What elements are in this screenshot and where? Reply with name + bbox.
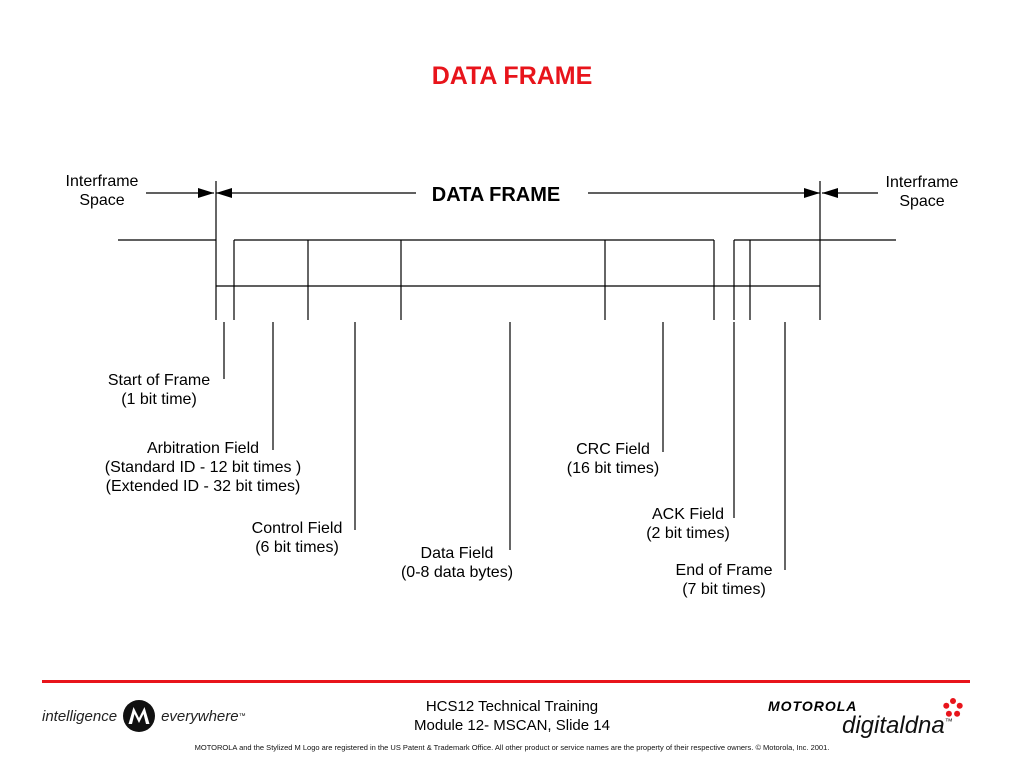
course-slide: Module 12- MSCAN, Slide 14 [414,717,610,734]
arbitration-label: Arbitration Field (Standard ID - 12 bit … [78,439,328,496]
eof-detail: (7 bit times) [682,581,766,598]
control-label: Control Field (6 bit times) [232,519,362,557]
slogan-left-text: intelligence [42,707,118,725]
motorola-wordmark: MOTOROLA [768,698,858,714]
sof-label: Start of Frame (1 bit time) [88,371,230,409]
slide-title: DATA FRAME [431,62,593,90]
course-info: HCS12 Technical Training Module 12- MSCA… [350,697,674,735]
motorola-digitaldna-logo: MOTOROLA digitaldna™ [768,697,968,747]
right-interframe-label: Interframe Space [872,173,972,211]
crc-label: CRC Field (16 bit times) [548,440,678,478]
eof-label: End of Frame (7 bit times) [658,561,790,599]
can-data-frame-diagram: DATA FRAME [118,181,896,570]
dna-flower-icon [943,698,963,717]
ack-label: ACK Field (2 bit times) [628,505,748,543]
right-interframe-line2: Space [899,193,945,210]
right-interframe-arrowhead [822,188,838,198]
ack-title: ACK Field [651,506,725,523]
data-label: Data Field (0-8 data bytes) [382,544,532,582]
data-detail: (0-8 data bytes) [400,564,514,581]
sof-detail: (1 bit time) [121,391,197,408]
course-title: HCS12 Technical Training [425,698,599,715]
motorola-m-logo-icon [123,700,156,732]
frame-arrow-left-head [216,188,232,198]
legal-notice: MOTOROLA and the Stylized M Logo are reg… [194,743,830,752]
digitaldna-trademark: ™ [944,717,953,726]
data-title: Data Field [420,545,494,562]
arbitration-extended: (Extended ID - 32 bit times) [105,478,301,495]
slogan-trademark: ™ [238,712,246,720]
sof-title: Start of Frame [107,372,211,389]
crc-detail: (16 bit times) [566,460,660,477]
ack-detail: (2 bit times) [646,525,730,542]
eof-title: End of Frame [675,562,773,579]
left-interframe-line1: Interframe [65,173,139,190]
left-interframe-arrowhead [198,188,214,198]
digitaldna-text: digitaldna [842,712,945,739]
control-detail: (6 bit times) [255,539,339,556]
digitaldna-wordmark: digitaldna™ [842,712,953,740]
frame-arrow-right-head [804,188,820,198]
left-interframe-label: Interframe Space [52,172,152,210]
frame-label: DATA FRAME [432,184,561,206]
control-title: Control Field [251,520,343,537]
crc-title: CRC Field [576,441,650,458]
arbitration-title: Arbitration Field [146,440,260,457]
arbitration-standard: (Standard ID - 12 bit times ) [104,459,302,476]
slogan-right-text: everywhere [161,707,239,725]
right-interframe-line1: Interframe [885,174,959,191]
footer-divider [42,680,970,683]
left-interframe-line2: Space [79,192,125,209]
